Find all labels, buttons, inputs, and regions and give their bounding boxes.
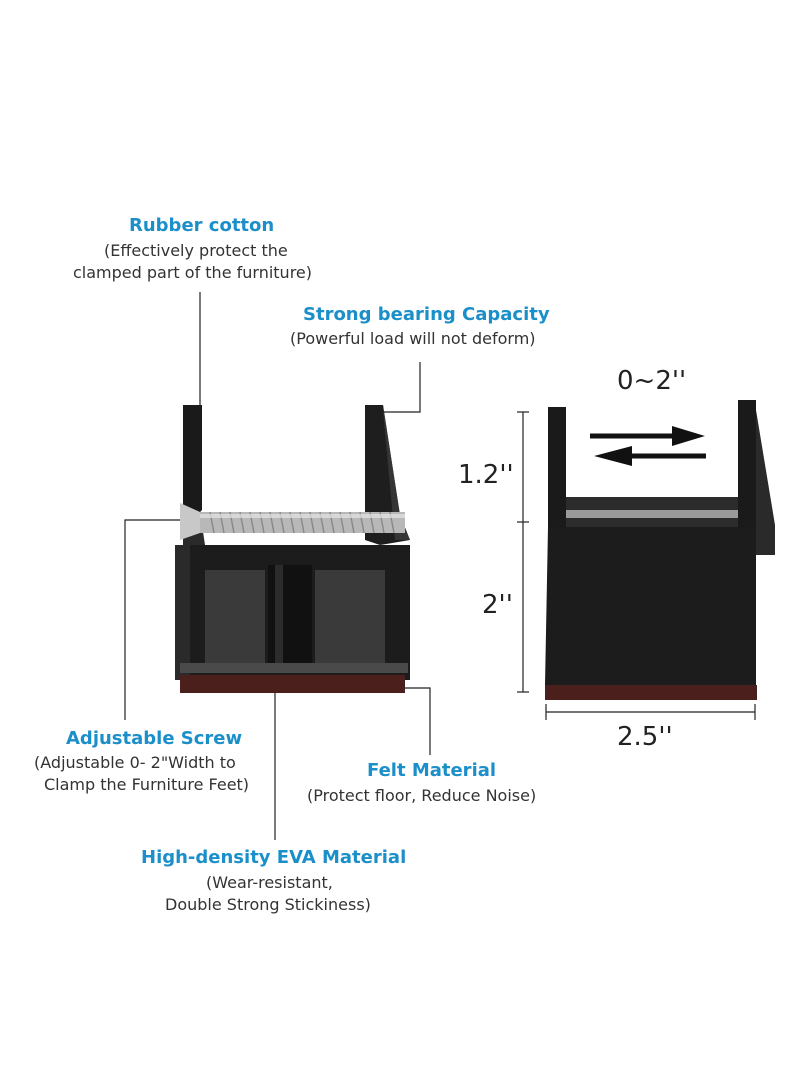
rubber-cotton-title: Rubber cotton bbox=[129, 215, 275, 236]
eva-material-desc-line2: Double Strong Stickiness) bbox=[165, 895, 371, 914]
width-arrows bbox=[590, 426, 706, 466]
base-width-label: 2.5'' bbox=[617, 722, 673, 752]
felt-material-title: Felt Material bbox=[367, 760, 497, 781]
screw-head bbox=[180, 503, 200, 540]
adjustable-screw-leader bbox=[124, 519, 180, 720]
adjustable-screw-desc-line2: Clamp the Furniture Feet) bbox=[44, 775, 250, 794]
felt-material-desc: (Protect floor, Reduce Noise) bbox=[307, 786, 537, 805]
adjustable-screw-title: Adjustable Screw bbox=[66, 728, 243, 749]
strong-bearing-title: Strong bearing Capacity bbox=[303, 304, 550, 325]
felt-pad-right bbox=[545, 685, 757, 700]
eva-material-desc-line1: (Wear-resistant, bbox=[206, 873, 333, 892]
strong-bearing-leader bbox=[383, 362, 421, 413]
width-range-label: 0~2'' bbox=[617, 366, 687, 396]
felt-material-leader bbox=[405, 687, 431, 755]
felt-pad bbox=[180, 675, 405, 693]
right-product-illustration bbox=[545, 400, 775, 700]
strong-bearing-desc: (Powerful load will not deform) bbox=[290, 329, 536, 348]
rubber-cotton-desc-line1: (Effectively protect the bbox=[104, 241, 288, 260]
rubber-cotton-desc-line2: clamped part of the furniture) bbox=[73, 263, 313, 282]
upper-height-label: 1.2'' bbox=[458, 460, 514, 490]
adjustable-screw-desc-line1: (Adjustable 0- 2"Width to bbox=[34, 753, 236, 772]
dimension-lines bbox=[517, 411, 756, 720]
eva-material-title: High-density EVA Material bbox=[141, 847, 407, 868]
left-product-illustration bbox=[175, 405, 410, 693]
callout-lines bbox=[124, 292, 431, 840]
lower-height-label: 2'' bbox=[482, 590, 513, 620]
